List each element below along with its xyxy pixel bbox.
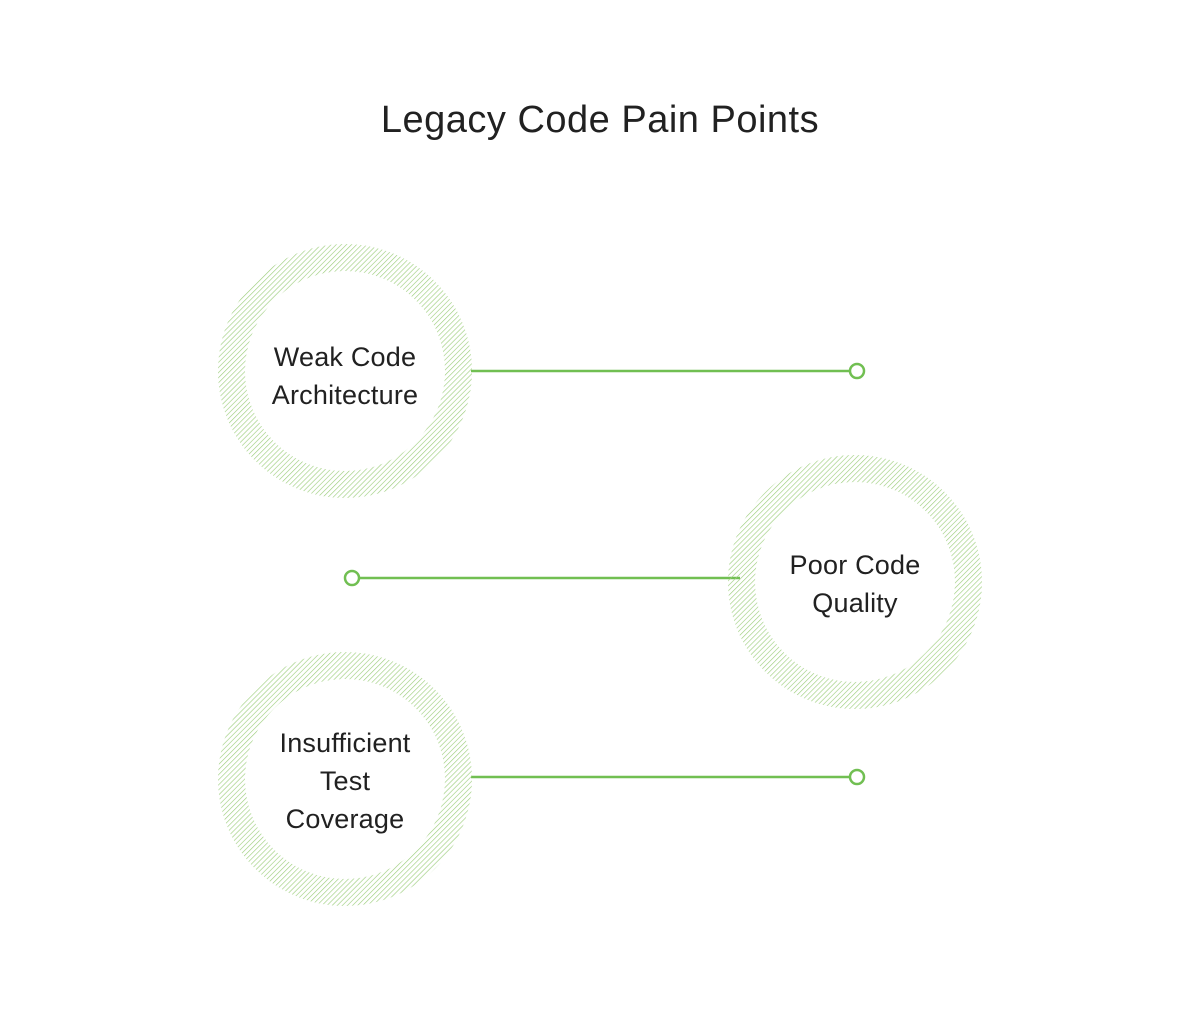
label-line: Weak Code bbox=[273, 342, 417, 372]
label-line: Quality bbox=[812, 588, 898, 618]
connector-endpoint-dot-2 bbox=[343, 569, 361, 587]
label-line: Poor Code bbox=[789, 550, 921, 580]
label-line: Coverage bbox=[285, 804, 405, 834]
pain-point-label-poor-code-quality: Poor Code Quality bbox=[790, 546, 921, 622]
pain-point-ring-2 bbox=[728, 455, 982, 709]
label-line: Insufficient bbox=[279, 728, 411, 758]
label-line: Test bbox=[319, 766, 371, 796]
pain-point-label-insufficient-test-coverage: Insufficient Test Coverage bbox=[280, 724, 411, 838]
connector-endpoint-dot-1 bbox=[848, 362, 866, 380]
connector-endpoint-dot-3 bbox=[848, 768, 866, 786]
pain-point-ring-1 bbox=[218, 244, 472, 498]
pain-point-label-weak-code-architecture: Weak Code Architecture bbox=[272, 338, 418, 414]
page-title: Legacy Code Pain Points bbox=[380, 99, 820, 141]
pain-point-ring-3 bbox=[218, 652, 472, 906]
label-line: Architecture bbox=[271, 380, 419, 410]
